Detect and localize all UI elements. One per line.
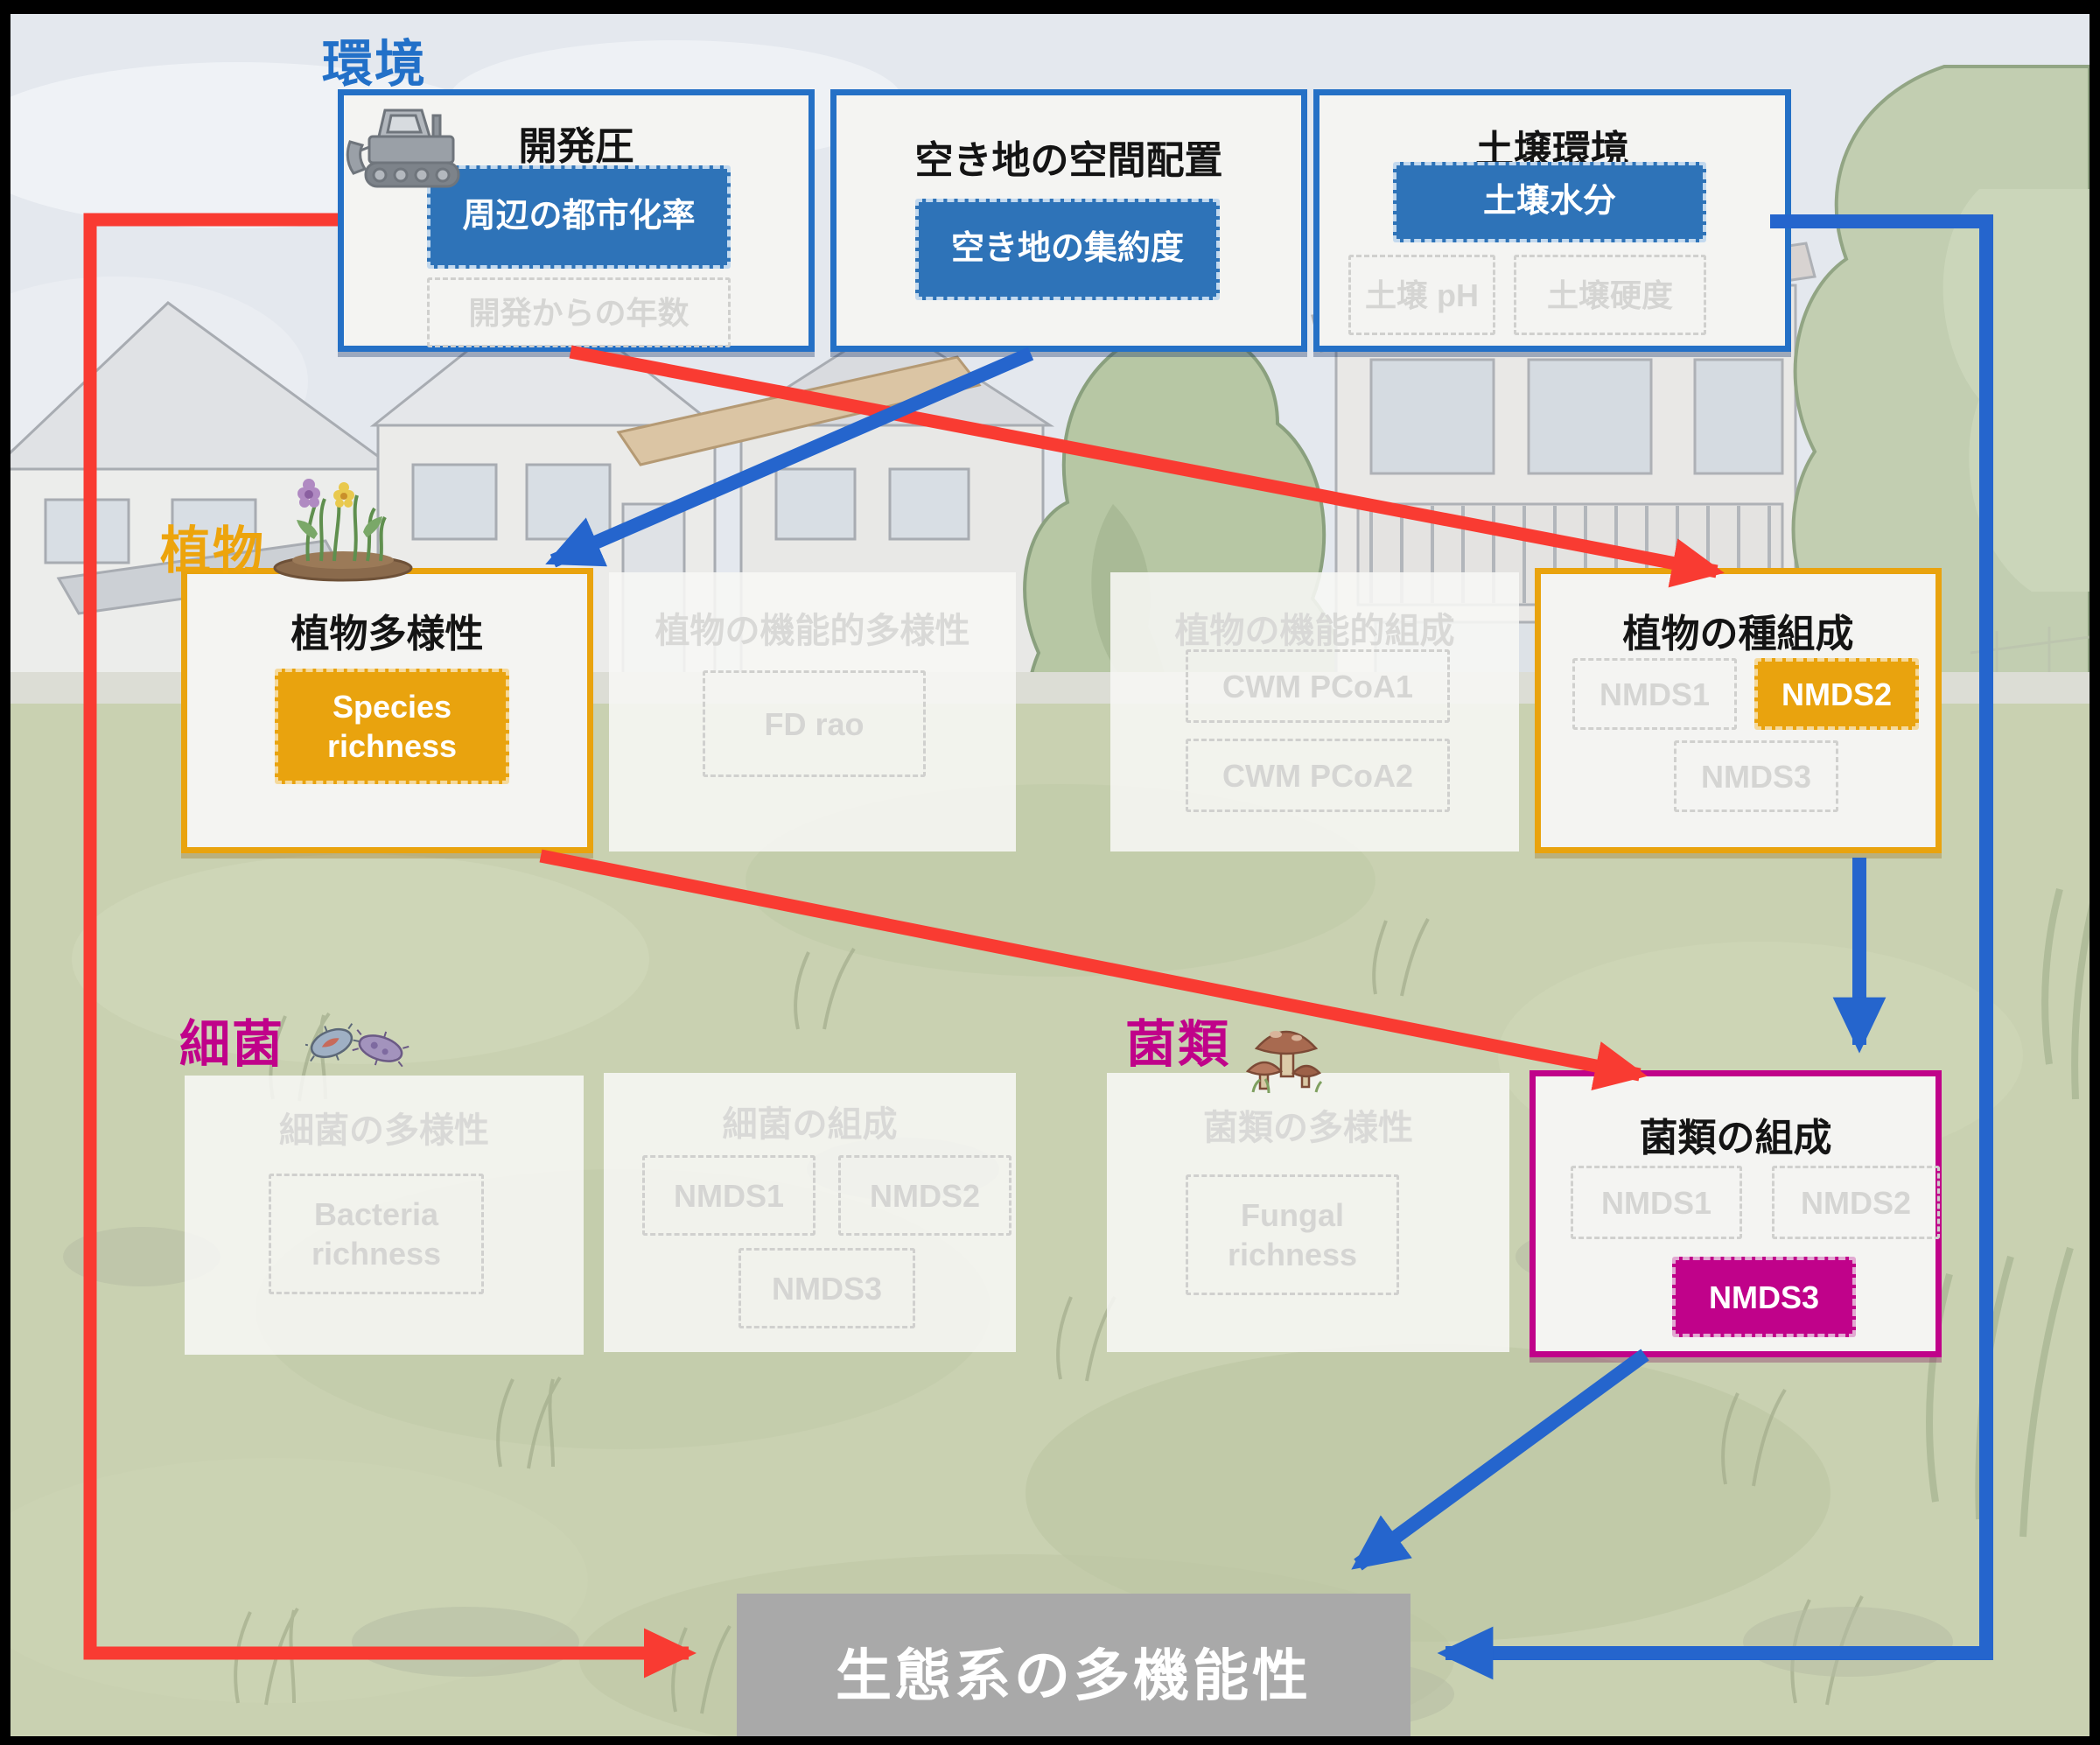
box-bacteria-composition: 細菌の組成 NMDS1 NMDS2 NMDS3 [604, 1073, 1016, 1352]
box-title: 空き地の空間配置 [914, 139, 1223, 182]
chip-cwm-pcoa1: CWM PCoA1 [1186, 649, 1450, 723]
section-label-plants: 植物 [160, 522, 266, 579]
chip-soil-moisture: 土壌水分 [1393, 162, 1706, 242]
box-title: 植物の種組成 [1622, 613, 1854, 655]
chip-bacteria-nmds3: NMDS3 [738, 1248, 915, 1328]
box-plant-diversity: 植物多様性 Species richness [181, 568, 593, 853]
chip-bacteria-nmds1: NMDS1 [642, 1155, 816, 1236]
box-vacant-lot-layout: 空き地の空間配置 空き地の集約度 [830, 89, 1307, 352]
chip-fungal-nmds1: NMDS1 [1571, 1166, 1742, 1239]
chip-years-since-development: 開発からの年数 [427, 277, 731, 347]
outcome-title: 生態系の多機能性 [836, 1643, 1312, 1707]
box-title: 菌類の多様性 [1203, 1109, 1413, 1147]
chip-fd-rao: FD rao [703, 670, 926, 777]
slide-canvas: 環境 植物 細菌 菌類 開発圧 周辺の都市化率 開発からの年数 空き地の空間配置… [10, 14, 2090, 1736]
box-bacteria-diversity: 細菌の多様性 Bacteria richness [185, 1076, 584, 1355]
box-plant-species-composition: 植物の種組成 NMDS1 NMDS2 NMDS3 [1535, 568, 1942, 853]
bacteria-icon [305, 1023, 410, 1068]
box-title: 植物の機能的組成 [1174, 612, 1455, 650]
box-title: 菌類の組成 [1639, 1117, 1832, 1160]
box-soil-environment: 土壌環境 土壌水分 土壌 pH 土壌硬度 [1313, 89, 1791, 352]
box-title: 植物多様性 [290, 613, 484, 655]
mushroom-icon [1245, 1030, 1323, 1094]
section-label-bacteria: 細菌 [179, 1016, 285, 1073]
section-label-environment: 環境 [322, 36, 428, 93]
chip-fungal-nmds2: NMDS2 [1772, 1166, 1940, 1239]
chip-bacteria-richness: Bacteria richness [269, 1174, 484, 1294]
chip-fungal-richness: Fungal richness [1186, 1174, 1399, 1295]
chip-soil-hardness: 土壌硬度 [1514, 255, 1706, 335]
chip-bacteria-nmds2: NMDS2 [838, 1155, 1012, 1236]
box-title: 細菌の組成 [722, 1105, 898, 1144]
box-ecosystem-multifunctionality: 生態系の多機能性 [737, 1594, 1410, 1736]
chip-soil-ph: 土壌 pH [1348, 255, 1495, 335]
chip-plant-nmds2: NMDS2 [1754, 658, 1919, 730]
flowers-icon [273, 479, 413, 582]
box-title: 細菌の多様性 [279, 1111, 489, 1150]
box-fungal-diversity: 菌類の多様性 Fungal richness [1107, 1073, 1509, 1352]
box-fungal-composition: 菌類の組成 NMDS1 NMDS2 NMDS3 [1530, 1070, 1942, 1357]
bulldozer-icon [346, 109, 460, 188]
chip-species-richness: Species richness [275, 669, 509, 784]
chip-plant-nmds3: NMDS3 [1674, 740, 1838, 812]
chip-plant-nmds1: NMDS1 [1572, 658, 1737, 730]
chip-fungal-nmds3: NMDS3 [1672, 1257, 1856, 1337]
box-plant-functional-diversity: 植物の機能的多様性 FD rao [609, 572, 1016, 851]
chip-cwm-pcoa2: CWM PCoA2 [1186, 739, 1450, 812]
box-plant-functional-composition: 植物の機能的組成 CWM PCoA1 CWM PCoA2 [1110, 572, 1519, 851]
box-title: 開発圧 [518, 125, 634, 168]
section-label-fungi: 菌類 [1125, 1016, 1231, 1073]
box-title: 植物の機能的多様性 [654, 612, 970, 650]
chip-vacant-lot-aggregation: 空き地の集約度 [915, 199, 1220, 300]
